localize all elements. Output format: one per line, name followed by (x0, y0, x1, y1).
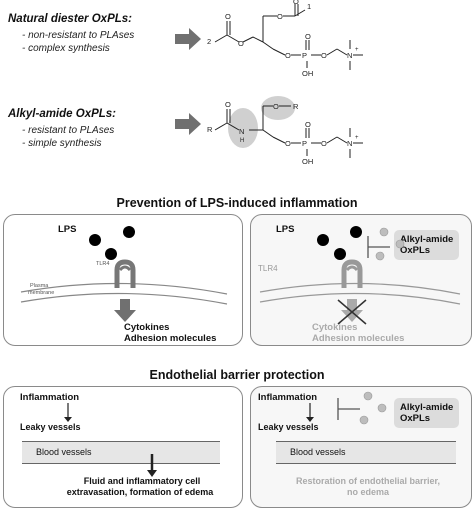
lps-particle (105, 248, 117, 260)
down-arrow-icon (306, 417, 314, 422)
diester-bullet-2: - complex synthesis (22, 43, 110, 54)
svg-text:O: O (273, 102, 279, 111)
svg-text:H: H (240, 138, 244, 144)
lps-left-tlr4-label: TLR4 (96, 261, 110, 267)
barrier-right-vessel: Blood vessels (276, 441, 456, 464)
diester-arrow-icon (175, 28, 201, 50)
lps-section-title: Prevention of LPS-induced inflammation (116, 196, 358, 210)
lps-left-outcome-2: Adhesion molecules (124, 333, 217, 344)
barrier-right-arrows (306, 391, 387, 425)
lps-right-outcome-2: Adhesion molecules (312, 333, 405, 344)
svg-text:O: O (238, 39, 244, 48)
lps-particle (123, 226, 135, 238)
svg-text:O: O (321, 51, 327, 60)
svg-text:N: N (347, 139, 352, 148)
barrier-section-title: Endothelial barrier protection (149, 368, 325, 382)
barrier-left-leaky: Leaky vessels (20, 422, 81, 432)
lps-particle (334, 248, 346, 260)
barrier-right-inhibitor-box: Alkyl-amide OxPLs (394, 398, 460, 428)
svg-text:O: O (277, 12, 283, 21)
barrier-left-outcome-1: Fluid and inflammatory cell (83, 476, 201, 486)
diester-bullet-1: - non-resistant to PLAses (22, 30, 135, 41)
svg-text:OH: OH (302, 157, 313, 166)
lps-right-lps-label: LPS (276, 224, 295, 235)
inhibitor-line2: OxPLs (400, 413, 431, 424)
lps-right-diagram (259, 226, 461, 325)
barrier-left-vessel: Blood vessels (22, 441, 220, 464)
svg-text:+: + (355, 47, 359, 53)
lps-left-lps-label: LPS (58, 224, 77, 235)
svg-text:O: O (321, 139, 327, 148)
amide-title: Alkyl-amide OxPLs: (8, 108, 117, 120)
extravasation-arrow-icon (147, 470, 157, 477)
tlr4-receptor-icon (341, 259, 363, 288)
barrier-right-outcome-1: Restoration of endothelial barrier, (295, 476, 441, 486)
tlr4-receptor-icon (114, 259, 136, 288)
lps-particle (317, 234, 329, 246)
blocked-cross-icon (337, 299, 367, 325)
svg-text:2: 2 (207, 37, 211, 46)
amide-arrow-icon (175, 113, 201, 135)
oxpl-particles (375, 227, 405, 261)
svg-text:O: O (285, 139, 291, 148)
barrier-right-inflammation: Inflammation (258, 392, 318, 403)
lps-particle (350, 226, 362, 238)
svg-text:1: 1 (307, 2, 311, 11)
oxpl-particles (359, 391, 387, 425)
o-label: O (225, 12, 231, 21)
svg-text:O: O (285, 51, 291, 60)
svg-text:+: + (355, 135, 359, 141)
svg-text:O: O (305, 32, 311, 41)
barrier-right-leaky: Leaky vessels (258, 422, 319, 432)
lps-right-outcome-1: Cytokines (312, 322, 358, 333)
lps-left-diagram (20, 226, 228, 322)
vessel-label: Blood vessels (36, 447, 92, 457)
lps-particle (89, 234, 101, 246)
lps-left-membrane-line2: membrane (28, 290, 55, 296)
svg-text:N: N (347, 51, 352, 60)
amide-bullet-2: - simple synthesis (22, 138, 102, 149)
lps-left-membrane-line1: Plasma (30, 283, 49, 289)
diester-structure: 2 . O O O O 1 O P O OH O N + (207, 0, 363, 78)
barrier-left-arrows (64, 403, 157, 477)
inhibitor-line1: Alkyl-amide (400, 234, 454, 245)
svg-text:O: O (225, 100, 231, 109)
svg-text:N: N (239, 127, 244, 136)
lps-left-panel (3, 214, 243, 346)
lps-right-inhibitor-box: Alkyl-amide OxPLs (394, 230, 460, 260)
diester-title: Natural diester OxPLs: (8, 13, 132, 25)
amide-structure: R O N H O R O P O OH O N + (207, 96, 363, 166)
barrier-right-outcome-2: no edema (346, 487, 389, 497)
barrier-left-inflammation: Inflammation (20, 392, 80, 403)
svg-text:O: O (305, 120, 311, 129)
svg-text:R: R (293, 102, 299, 111)
vessel-label: Blood vessels (290, 447, 346, 457)
svg-text:P: P (302, 51, 307, 60)
down-arrow-icon (64, 417, 72, 422)
svg-text:P: P (302, 139, 307, 148)
barrier-left-outcome-2: extravasation, formation of edema (66, 487, 214, 497)
inhibitor-line1: Alkyl-amide (400, 402, 454, 413)
inhibitor-line2: OxPLs (400, 245, 431, 256)
lps-right-tlr4-label: TLR4 (258, 264, 278, 273)
svg-text:OH: OH (302, 69, 313, 78)
svg-text:O: O (293, 0, 299, 6)
svg-text:R: R (207, 125, 213, 134)
amide-bullet-1: - resistant to PLAses (22, 125, 115, 136)
signal-arrow-icon (114, 299, 136, 322)
lps-left-outcome-1: Cytokines (124, 322, 170, 333)
